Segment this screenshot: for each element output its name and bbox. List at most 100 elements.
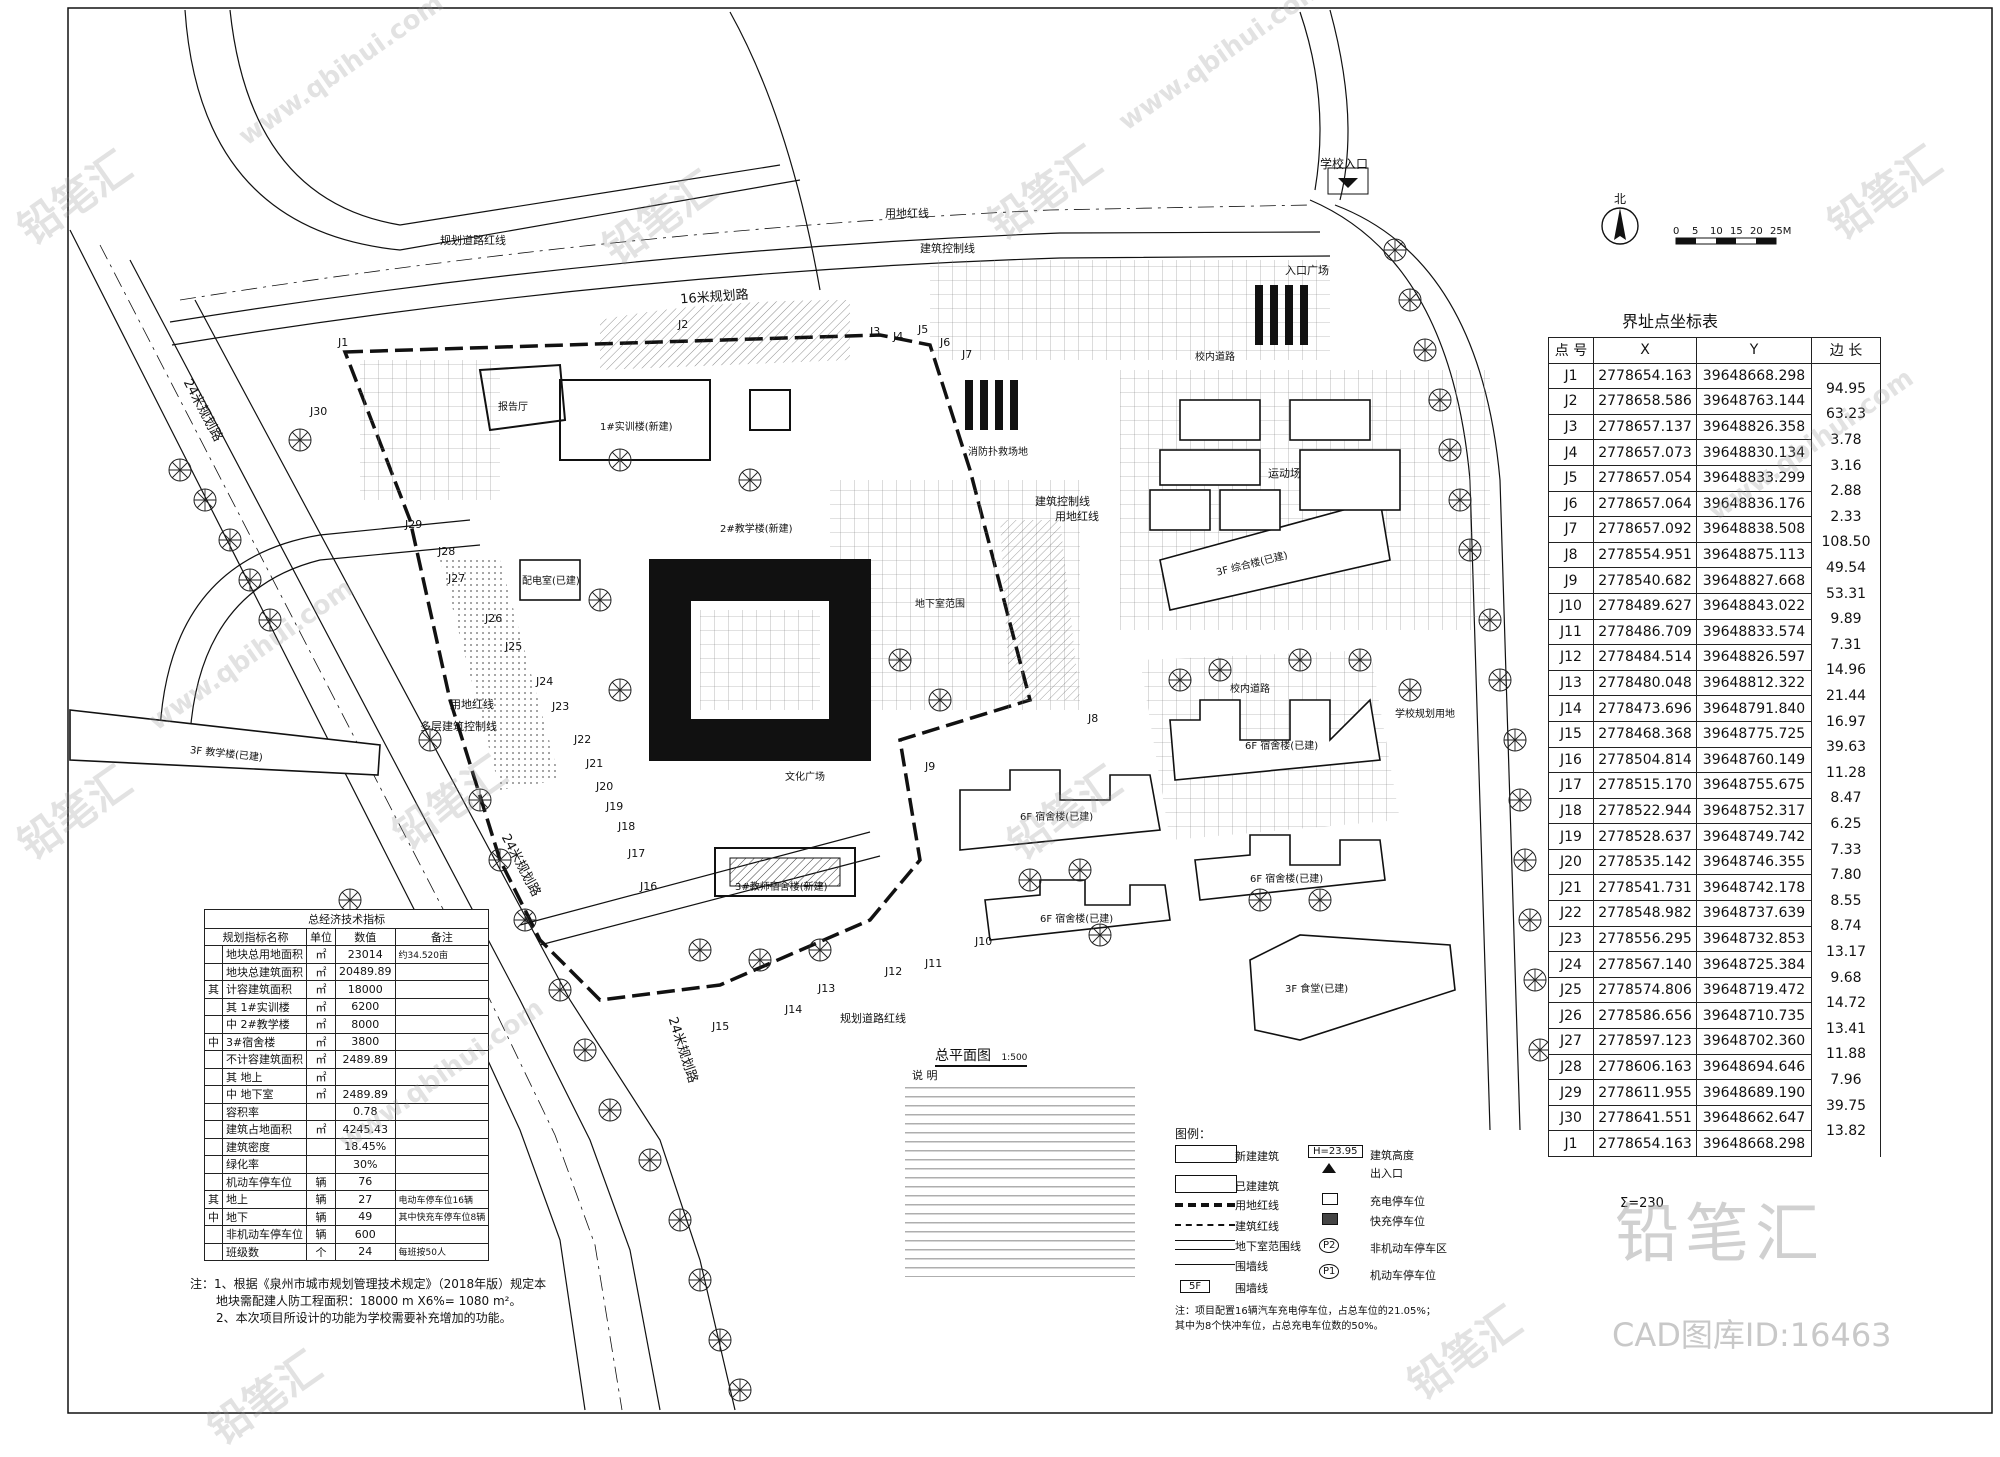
crosswalks [965, 285, 1308, 430]
legend-charge-label: 充电停车位 [1370, 1195, 1425, 1208]
coord-cell-length: 2.88 [1811, 478, 1881, 505]
coord-cell-length: 53.31 [1811, 580, 1881, 607]
building-control-label-2: 建筑控制线 [1035, 495, 1090, 508]
coord-cell-point: J18 [1548, 797, 1594, 825]
econ-cell-group [204, 1050, 223, 1069]
coord-cell-x: 2778641.551 [1593, 1104, 1697, 1132]
econ-cell-group [204, 1085, 223, 1104]
coord-cell-point: J9 [1548, 567, 1594, 594]
coord-header-x: X [1593, 337, 1697, 364]
econ-cell-value: 600 [335, 1225, 396, 1244]
legend-car-label: 机动车停车位 [1370, 1269, 1436, 1282]
legend-height-tag: H=23.95 [1308, 1145, 1363, 1158]
coord-cell-point: J8 [1548, 541, 1594, 569]
coord-cell-x: 2778540.682 [1593, 567, 1697, 594]
point-J22: J22 [574, 733, 592, 746]
plan-title-text: 总平面图 [935, 1048, 991, 1064]
econ-cell-name: 地块总建筑面积 [222, 962, 307, 981]
econ-cell-unit [306, 1155, 336, 1174]
econ-cell-name: 计容建筑面积 [222, 980, 307, 999]
coord-cell-x: 2778473.696 [1593, 695, 1697, 722]
legend-redline [1175, 1203, 1235, 1207]
econ-cell-unit: ㎡ [306, 945, 336, 964]
scale-bar [1675, 237, 1777, 245]
econ-title-row: 总经济技术指标 [203, 909, 490, 929]
coord-cell-x: 2778657.137 [1593, 413, 1697, 441]
coord-cell-length: 11.88 [1811, 1041, 1881, 1068]
coord-cell-length: 49.54 [1811, 555, 1881, 581]
coord-cell-length: 14.72 [1811, 990, 1881, 1016]
coord-cell-length: 8.74 [1811, 913, 1881, 940]
econ-header-row: 规划指标名称 单位 数值 备注 [204, 928, 490, 946]
point-J4: J4 [893, 330, 904, 343]
point-J8: J8 [1088, 712, 1099, 725]
coord-cell-length: 8.47 [1811, 785, 1881, 812]
legend-entry-label: 出入口 [1370, 1167, 1403, 1180]
coord-header-y: Y [1696, 337, 1812, 364]
point-J5: J5 [918, 323, 929, 336]
coord-cell-point: J16 [1548, 746, 1594, 774]
econ-cell-unit [306, 1102, 336, 1121]
coord-cell-y: 39648662.647 [1696, 1104, 1812, 1132]
econ-cell-name: 机动车停车位 [222, 1172, 307, 1191]
coord-cell-point: J19 [1548, 823, 1594, 850]
point-J6: J6 [940, 336, 951, 349]
econ-cell-group [204, 962, 223, 981]
econ-cell-group [204, 1172, 223, 1191]
existing-buildings [69, 399, 1456, 1041]
coord-cell-length: 108.50 [1811, 529, 1881, 556]
econ-cell-group [204, 1067, 223, 1086]
scale-20: 20 [1750, 226, 1763, 237]
econ-cell-name: 其 地上 [222, 1067, 307, 1086]
coord-cell-y: 39648702.360 [1696, 1028, 1812, 1055]
coord-cell-point: J1 [1548, 1130, 1594, 1157]
coord-cell-x: 2778657.073 [1593, 439, 1697, 466]
north-arrow [1601, 207, 1639, 245]
coord-cell-point: J20 [1548, 848, 1594, 876]
coord-cell-x: 2778657.092 [1593, 516, 1697, 543]
econ-cell-unit: 辆 [306, 1190, 336, 1209]
econ-header-name: 规划指标名称 [204, 928, 307, 946]
point-J23: J23 [552, 700, 570, 713]
legend-wall-label: 围墙线 [1235, 1260, 1268, 1273]
point-J7: J7 [962, 348, 973, 361]
coord-header-length: 边 长 [1811, 337, 1881, 364]
coord-cell-length: 94.95 [1811, 376, 1881, 402]
coord-cell-y: 39648732.853 [1696, 925, 1812, 953]
econ-cell-unit: ㎡ [306, 1067, 336, 1086]
coord-cell-x: 2778535.142 [1593, 848, 1697, 876]
legend-basement-label: 地下室范围线 [1235, 1240, 1301, 1253]
dorm-c-label: 6F 宿舍楼(已建) [1250, 874, 1324, 885]
point-J14: J14 [785, 1003, 803, 1016]
coord-cell-point: J14 [1548, 695, 1594, 722]
econ-cell-value: 27 [335, 1190, 396, 1209]
econ-cell-remark: 每班按50人 [394, 1242, 490, 1261]
econ-cell-remark [394, 1225, 490, 1244]
multi-control-label: 多层建筑控制线 [420, 720, 497, 733]
coord-cell-length: 3.78 [1811, 427, 1881, 453]
dorm-d-label: 6F 宿舍楼(已建) [1040, 914, 1114, 925]
coord-cell-y: 39648668.298 [1696, 362, 1812, 390]
coord-cell-length: 13.41 [1811, 1015, 1881, 1042]
legend-note-1: 注：项目配置16辆汽车充电停车位，占总车位的21.05%； [1175, 1306, 1436, 1317]
econ-cell-name: 不计容建筑面积 [222, 1050, 307, 1069]
econ-cell-group [204, 1137, 223, 1156]
econ-cell-remark [394, 997, 490, 1016]
econ-cell-unit: ㎡ [306, 962, 336, 981]
coord-cell-y: 39648725.384 [1696, 951, 1812, 978]
econ-cell-remark: 约34.520亩 [394, 945, 490, 964]
